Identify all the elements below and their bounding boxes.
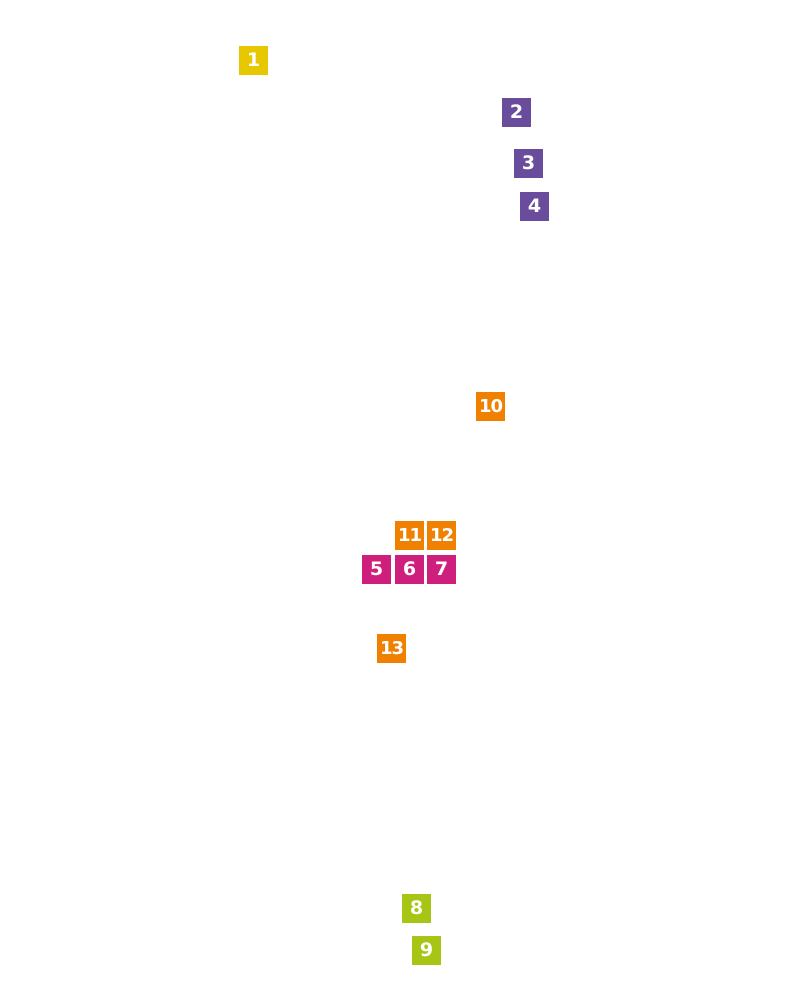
marker-13[interactable]: 13 <box>377 634 406 663</box>
marker-label: 8 <box>409 897 424 919</box>
marker-3[interactable]: 3 <box>514 149 543 178</box>
marker-11[interactable]: 11 <box>395 521 424 550</box>
marker-label: 11 <box>397 524 422 546</box>
marker-label: 4 <box>527 195 542 217</box>
marker-8[interactable]: 8 <box>402 894 431 923</box>
marker-10[interactable]: 10 <box>476 392 505 421</box>
marker-label: 6 <box>402 558 417 580</box>
marker-4[interactable]: 4 <box>520 192 549 221</box>
marker-label: 10 <box>478 395 503 417</box>
marker-label: 3 <box>521 152 536 174</box>
marker-12[interactable]: 12 <box>427 521 456 550</box>
marker-label: 1 <box>246 49 261 71</box>
marker-label: 7 <box>434 558 449 580</box>
marker-5[interactable]: 5 <box>362 555 391 584</box>
marker-9[interactable]: 9 <box>412 936 441 965</box>
marker-label: 5 <box>369 558 384 580</box>
marker-label: 13 <box>379 637 404 659</box>
marker-2[interactable]: 2 <box>502 98 531 127</box>
marker-6[interactable]: 6 <box>395 555 424 584</box>
marker-1[interactable]: 1 <box>239 46 268 75</box>
marker-label: 12 <box>429 524 454 546</box>
marker-label: 2 <box>509 101 524 123</box>
marker-label: 9 <box>419 939 434 961</box>
marker-7[interactable]: 7 <box>427 555 456 584</box>
